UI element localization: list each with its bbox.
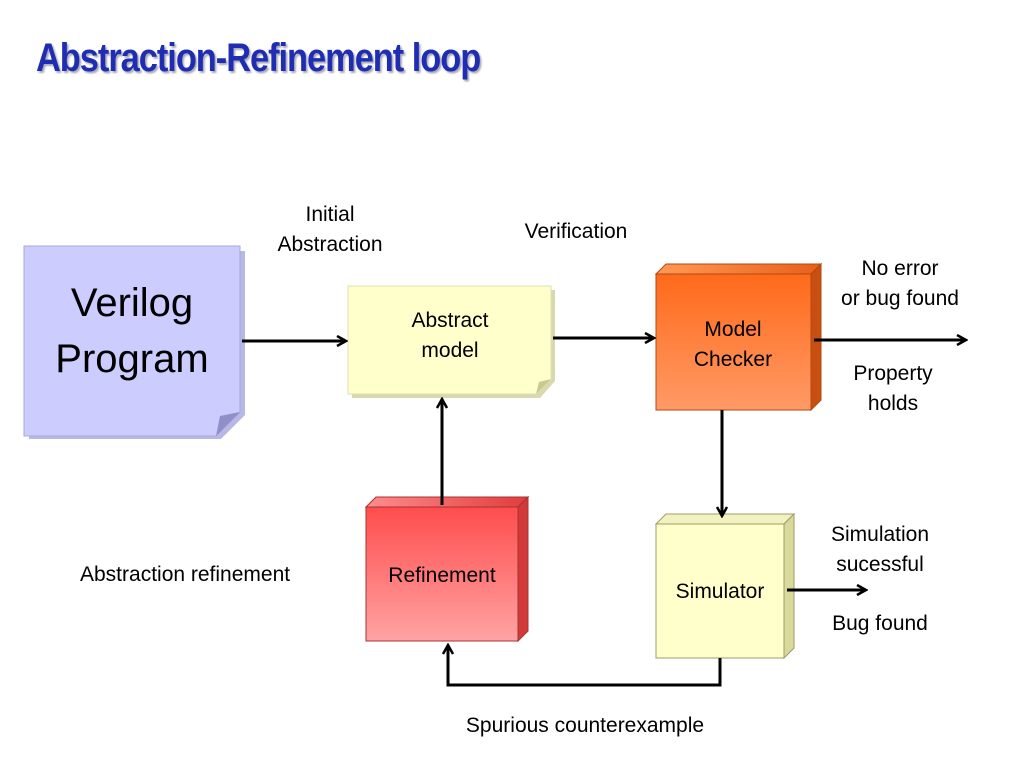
initial-abstraction-line1: Initial xyxy=(305,203,355,226)
simulator-node: Simulator xyxy=(654,512,796,660)
abstract-model-node: Abstract model xyxy=(347,285,555,398)
no-error-line2: or bug found xyxy=(841,287,959,310)
refinement-label: Refinement xyxy=(388,564,496,587)
abstract-model-line1: Abstract xyxy=(411,309,488,332)
refinement-node: Refinement xyxy=(364,495,530,643)
property-holds-line2: holds xyxy=(867,392,919,415)
verilog-line2: Program xyxy=(55,337,208,381)
model-checker-node: Model Checker xyxy=(654,262,823,412)
abstraction-refinement-label: Abstraction refinement xyxy=(80,563,291,586)
initial-abstraction-label: Initial Abstraction xyxy=(262,200,398,260)
initial-abstraction-line2: Abstraction xyxy=(277,233,383,256)
model-checker-line2: Checker xyxy=(694,348,772,371)
simulation-successful-line2: sucessful xyxy=(836,553,924,576)
arrow-simulator-to-refinement xyxy=(448,645,722,687)
verilog-program-node: Verilog Program xyxy=(23,245,245,439)
no-error-line1: No error xyxy=(861,257,939,280)
page-title: Abstraction-Refinement loop xyxy=(36,36,481,80)
no-error-label: No error or bug found xyxy=(825,254,975,314)
property-holds-line1: Property xyxy=(853,362,933,385)
spurious-counterexample-label: Spurious counterexample xyxy=(465,714,705,737)
simulation-successful-line1: Simulation xyxy=(830,523,930,546)
bug-found-label: Bug found xyxy=(832,612,928,635)
verilog-line1: Verilog xyxy=(71,281,193,325)
model-checker-line1: Model xyxy=(704,318,761,341)
abstract-model-line2: model xyxy=(421,339,478,362)
simulation-successful-label: Simulation sucessful xyxy=(810,520,950,580)
verification-label: Verification xyxy=(524,220,628,243)
property-holds-label: Property holds xyxy=(833,359,953,419)
simulator-label: Simulator xyxy=(676,580,765,603)
